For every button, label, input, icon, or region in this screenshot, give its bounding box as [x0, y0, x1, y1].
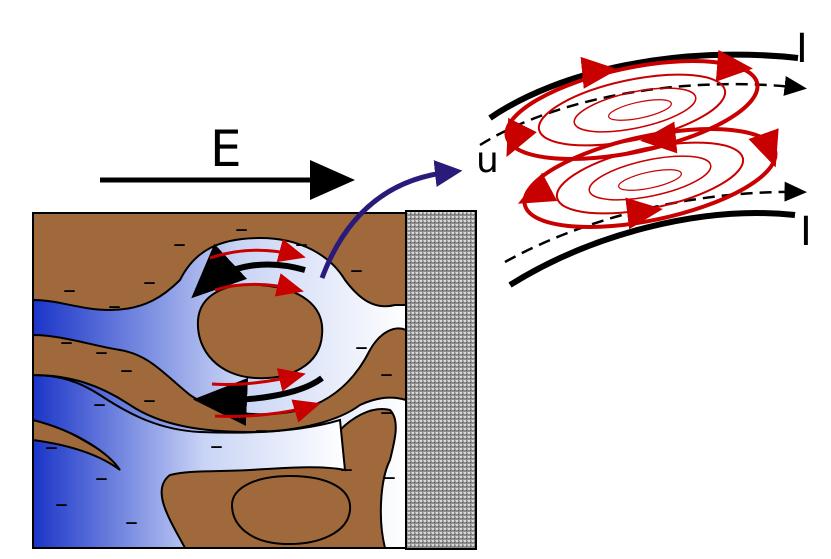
rock-grain-lower — [230, 474, 352, 546]
minus-sign-icon: – — [95, 337, 108, 367]
minus-sign-icon: – — [120, 355, 133, 385]
vortex-inset: u I I — [476, 26, 812, 288]
minus-sign-icon: – — [355, 332, 368, 362]
curved-arrow-icon — [319, 160, 463, 279]
surface-charges: – – – – – – – – – – – – – – – – – – – – … — [45, 214, 396, 537]
black-flow-arrow-bottom — [193, 375, 324, 426]
lower-vortex — [517, 127, 779, 230]
minus-sign-icon: – — [125, 507, 138, 537]
current-label-bottom: I — [800, 209, 812, 255]
red-flow-arrow-top-1 — [209, 238, 306, 263]
upper-vortex — [504, 49, 760, 161]
field-label: E — [210, 120, 242, 178]
minus-sign-icon: – — [45, 432, 58, 462]
pore-flow-arrows — [191, 238, 324, 426]
flow-label: u — [476, 140, 499, 181]
minus-sign-icon: – — [173, 229, 186, 259]
rock-grain-center — [196, 283, 324, 380]
porous-medium: – – – – – – – – – – – – – – – – – – – – … — [32, 210, 477, 550]
electrode-plate — [405, 210, 477, 550]
minus-sign-icon: – — [380, 397, 393, 427]
minus-sign-icon: – — [93, 389, 106, 419]
red-flow-arrow-bottom-2 — [214, 399, 321, 423]
minus-sign-icon: – — [210, 431, 223, 461]
minus-sign-icon: – — [63, 275, 76, 305]
minus-sign-icon: – — [60, 327, 73, 357]
minus-sign-icon: – — [55, 489, 68, 519]
red-flow-arrow-top-2 — [214, 273, 304, 297]
red-flow-arrow-bottom-1 — [211, 368, 306, 392]
electric-field-group: E — [100, 120, 355, 200]
minus-sign-icon: – — [143, 267, 156, 297]
minus-sign-icon: – — [143, 385, 156, 415]
minus-sign-icon: – — [95, 463, 108, 493]
minus-sign-icon: – — [380, 359, 393, 389]
minus-sign-icon: – — [255, 415, 268, 445]
minus-sign-icon: – — [108, 291, 121, 321]
lower-channel — [32, 373, 347, 549]
current-label-top: I — [796, 26, 808, 72]
black-flow-arrow-top — [191, 243, 306, 299]
minus-sign-icon: – — [383, 462, 396, 492]
minus-sign-icon: – — [350, 255, 363, 285]
minus-sign-icon: – — [235, 214, 248, 244]
minus-sign-icon: – — [340, 454, 353, 484]
